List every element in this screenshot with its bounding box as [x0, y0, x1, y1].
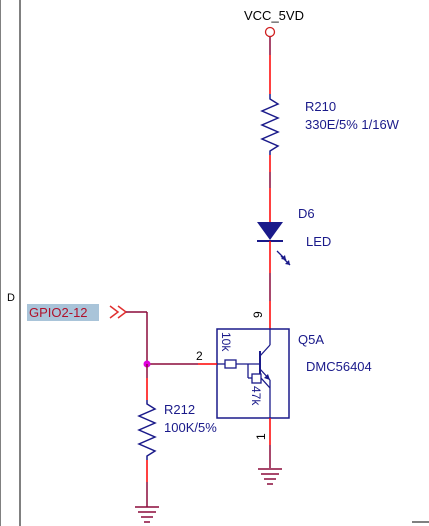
r210-ref: R210 [305, 99, 336, 114]
power-port-symbol [264, 26, 276, 38]
q5a-base-resistor [224, 359, 237, 369]
resistor-r212-symbol [137, 400, 157, 460]
led-light-arrowhead-1 [281, 255, 286, 260]
led-light-arrowhead-2 [285, 260, 290, 265]
q5a-pin-emitter: 1 [254, 433, 268, 440]
q5a-bias-resistor-label: 47k [249, 386, 263, 406]
q5a-base-resistor-label: 10k [219, 332, 233, 352]
r210-value: 330E/5% 1/16W [305, 117, 400, 132]
q5a-value: DMC56404 [306, 359, 372, 374]
q5a-bias-lead-right [260, 377, 271, 389]
net-label-gpio[interactable]: GPIO2-12 [29, 305, 88, 320]
port-arrow-1 [109, 305, 120, 319]
zone-label: D [7, 292, 15, 304]
q5a-emitter-arrow [264, 374, 270, 380]
resistor-r210-symbol [260, 94, 280, 155]
q5a-body [216, 328, 290, 419]
q5a-ref: Q5A [298, 332, 324, 347]
q5a-pin-base: 2 [196, 349, 203, 363]
r212-ref: R212 [164, 402, 195, 417]
q5a-pin-collector: 9 [251, 311, 265, 318]
q5a-int-collector-diag [259, 344, 271, 357]
ground-symbol-r212 [135, 506, 159, 523]
r212-value: 100K/5% [164, 420, 217, 435]
power-label: VCC_5VD [244, 8, 304, 23]
net-label-bg [27, 304, 99, 321]
d6-ref: D6 [298, 206, 315, 221]
led-d6-symbol [257, 222, 283, 240]
d6-value: LED [306, 234, 331, 249]
q5a-bias-resistor [251, 373, 262, 384]
ground-symbol-q5a [258, 468, 282, 485]
